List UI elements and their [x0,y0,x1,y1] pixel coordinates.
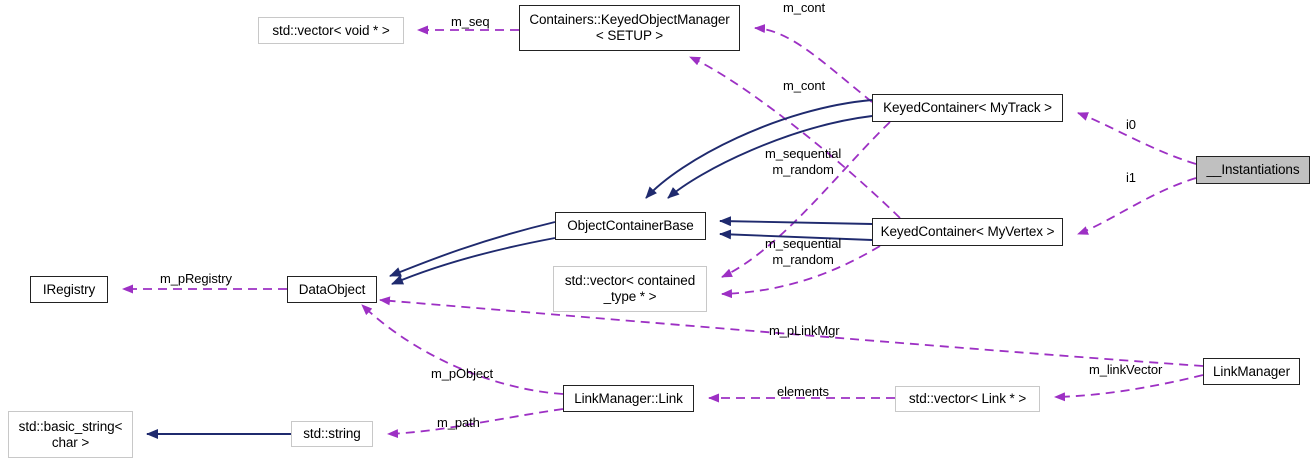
edge-m_sequential-m_random-myvertex [721,245,881,299]
edge-inherit-myvertex-ocb-2 [719,229,873,241]
edge-m_linkVector [1054,374,1204,402]
node-std-vector-link[interactable]: std::vector< Link * > [895,386,1040,412]
node-instantiations[interactable]: __Instantiations [1196,156,1310,184]
edge-inherit-mytrack-ocb-2 [667,115,873,199]
edge-inherit-ocb-dataobject-2 [391,237,556,285]
node-containers-keyedobjectmanager-setup[interactable]: Containers::KeyedObjectManager < SETUP > [519,5,740,51]
edge-i1 [1077,177,1197,235]
node-keyedcontainer-myvertex[interactable]: KeyedContainer< MyVertex > [872,218,1063,246]
node-iregistry[interactable]: IRegistry [30,276,108,303]
inheritance-edges [146,99,873,439]
node-std-vector-void[interactable]: std::vector< void * > [258,17,404,44]
edge-inherit-myvertex-ocb [719,216,873,227]
node-linkmanager-link[interactable]: LinkManager::Link [563,385,694,412]
node-std-string[interactable]: std::string [291,421,373,447]
edge-inherit-ocb-dataobject [389,221,556,277]
edge-inherit-mytrack-ocb [645,99,873,199]
edge-m_cont-mytrack [754,24,873,103]
edge-m_pLinkMgr [379,296,1204,367]
edge-m_pObject [361,304,564,395]
node-std-vector-contained-type[interactable]: std::vector< contained _type * > [553,266,707,312]
node-keyedcontainer-mytrack[interactable]: KeyedContainer< MyTrack > [872,94,1063,122]
edge-i0 [1077,112,1197,165]
usage-edges [122,24,1204,439]
node-linkmanager[interactable]: LinkManager [1203,358,1300,385]
node-std-basic-string-char[interactable]: std::basic_string< char > [8,411,133,458]
edge-m_cont-myvertex [689,56,901,219]
node-dataobject[interactable]: DataObject [287,276,377,303]
node-objectcontainerbase[interactable]: ObjectContainerBase [555,212,706,240]
edge-m_path [387,408,564,439]
